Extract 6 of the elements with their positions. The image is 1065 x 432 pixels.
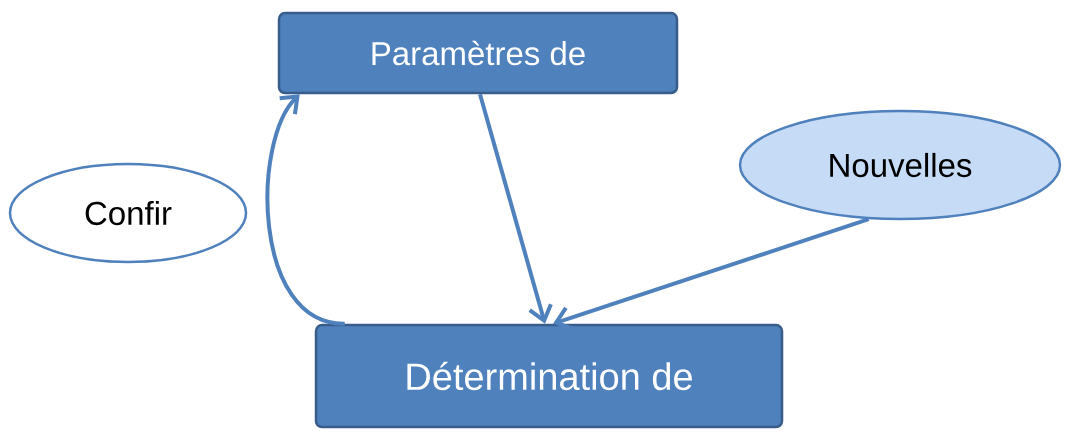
ellipse-node: Confir xyxy=(8,162,248,264)
process-box: Paramètres de xyxy=(277,11,679,95)
process-box: Détermination de xyxy=(314,323,784,429)
arrow xyxy=(478,93,553,324)
arrow xyxy=(265,94,346,326)
ellipse-node: Nouvelles xyxy=(738,109,1062,221)
